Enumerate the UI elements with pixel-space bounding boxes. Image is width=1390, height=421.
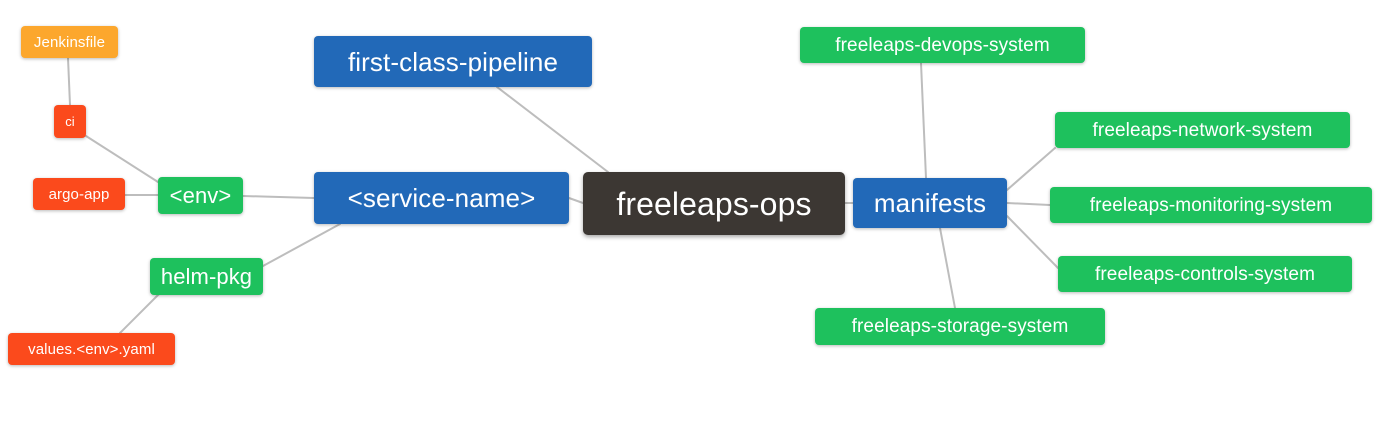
- mindmap-node-jenkinsfile[interactable]: Jenkinsfile: [21, 26, 118, 58]
- mindmap-node-values-env-yaml[interactable]: values.<env>.yaml: [8, 333, 175, 365]
- mindmap-node-ci[interactable]: ci: [54, 105, 86, 138]
- node-label: freeleaps-monitoring-system: [1089, 194, 1333, 216]
- mindmap-node-argo-app[interactable]: argo-app: [33, 178, 125, 210]
- node-label: argo-app: [48, 185, 110, 203]
- edge-manifests-to-freeleaps-monitoring-system: [1006, 202, 1051, 206]
- edge-helm-pkg-to-values-env-yaml: [119, 292, 161, 334]
- edge-freeleaps-ops-to-first-class-pipeline: [496, 86, 609, 173]
- mindmap-node-first-class-pipeline[interactable]: first-class-pipeline: [314, 36, 592, 87]
- mindmap-node-freeleaps-network-system[interactable]: freeleaps-network-system: [1055, 112, 1350, 148]
- node-label: <env>: [169, 182, 232, 208]
- edge-service-name-to-helm-pkg: [262, 223, 341, 267]
- mindmap-node-freeleaps-ops[interactable]: freeleaps-ops: [583, 172, 845, 235]
- node-label: helm-pkg: [160, 263, 253, 289]
- node-label: <service-name>: [347, 183, 536, 213]
- edge-freeleaps-ops-to-service-name: [568, 197, 584, 204]
- edge-manifests-to-freeleaps-storage-system: [939, 227, 956, 309]
- edge-env-to-ci: [85, 135, 159, 183]
- mindmap-node-manifests[interactable]: manifests: [853, 178, 1007, 228]
- mindmap-node-env[interactable]: <env>: [158, 177, 243, 214]
- node-label: freeleaps-network-system: [1092, 119, 1313, 141]
- mindmap-node-freeleaps-monitoring-system[interactable]: freeleaps-monitoring-system: [1050, 187, 1372, 223]
- edge-manifests-to-freeleaps-controls-system: [1006, 215, 1059, 269]
- node-label: freeleaps-ops: [616, 185, 812, 222]
- node-label: first-class-pipeline: [347, 46, 559, 77]
- node-label: freeleaps-devops-system: [835, 34, 1050, 56]
- node-label: freeleaps-controls-system: [1094, 263, 1316, 285]
- mindmap-node-freeleaps-controls-system[interactable]: freeleaps-controls-system: [1058, 256, 1352, 292]
- node-label: manifests: [873, 188, 987, 218]
- edge-ci-to-jenkinsfile: [67, 57, 71, 106]
- node-label: ci: [65, 114, 75, 129]
- mindmap-node-helm-pkg[interactable]: helm-pkg: [150, 258, 263, 295]
- mindmap-node-service-name[interactable]: <service-name>: [314, 172, 569, 224]
- edge-service-name-to-env: [242, 195, 315, 199]
- mindmap-node-freeleaps-storage-system[interactable]: freeleaps-storage-system: [815, 308, 1105, 345]
- mindmap-node-freeleaps-devops-system[interactable]: freeleaps-devops-system: [800, 27, 1085, 63]
- edge-manifests-to-freeleaps-network-system: [1006, 147, 1056, 191]
- node-label: values.<env>.yaml: [28, 340, 155, 358]
- node-label: Jenkinsfile: [33, 33, 106, 51]
- node-label: freeleaps-storage-system: [851, 316, 1069, 337]
- edge-manifests-to-freeleaps-devops-system: [920, 62, 927, 179]
